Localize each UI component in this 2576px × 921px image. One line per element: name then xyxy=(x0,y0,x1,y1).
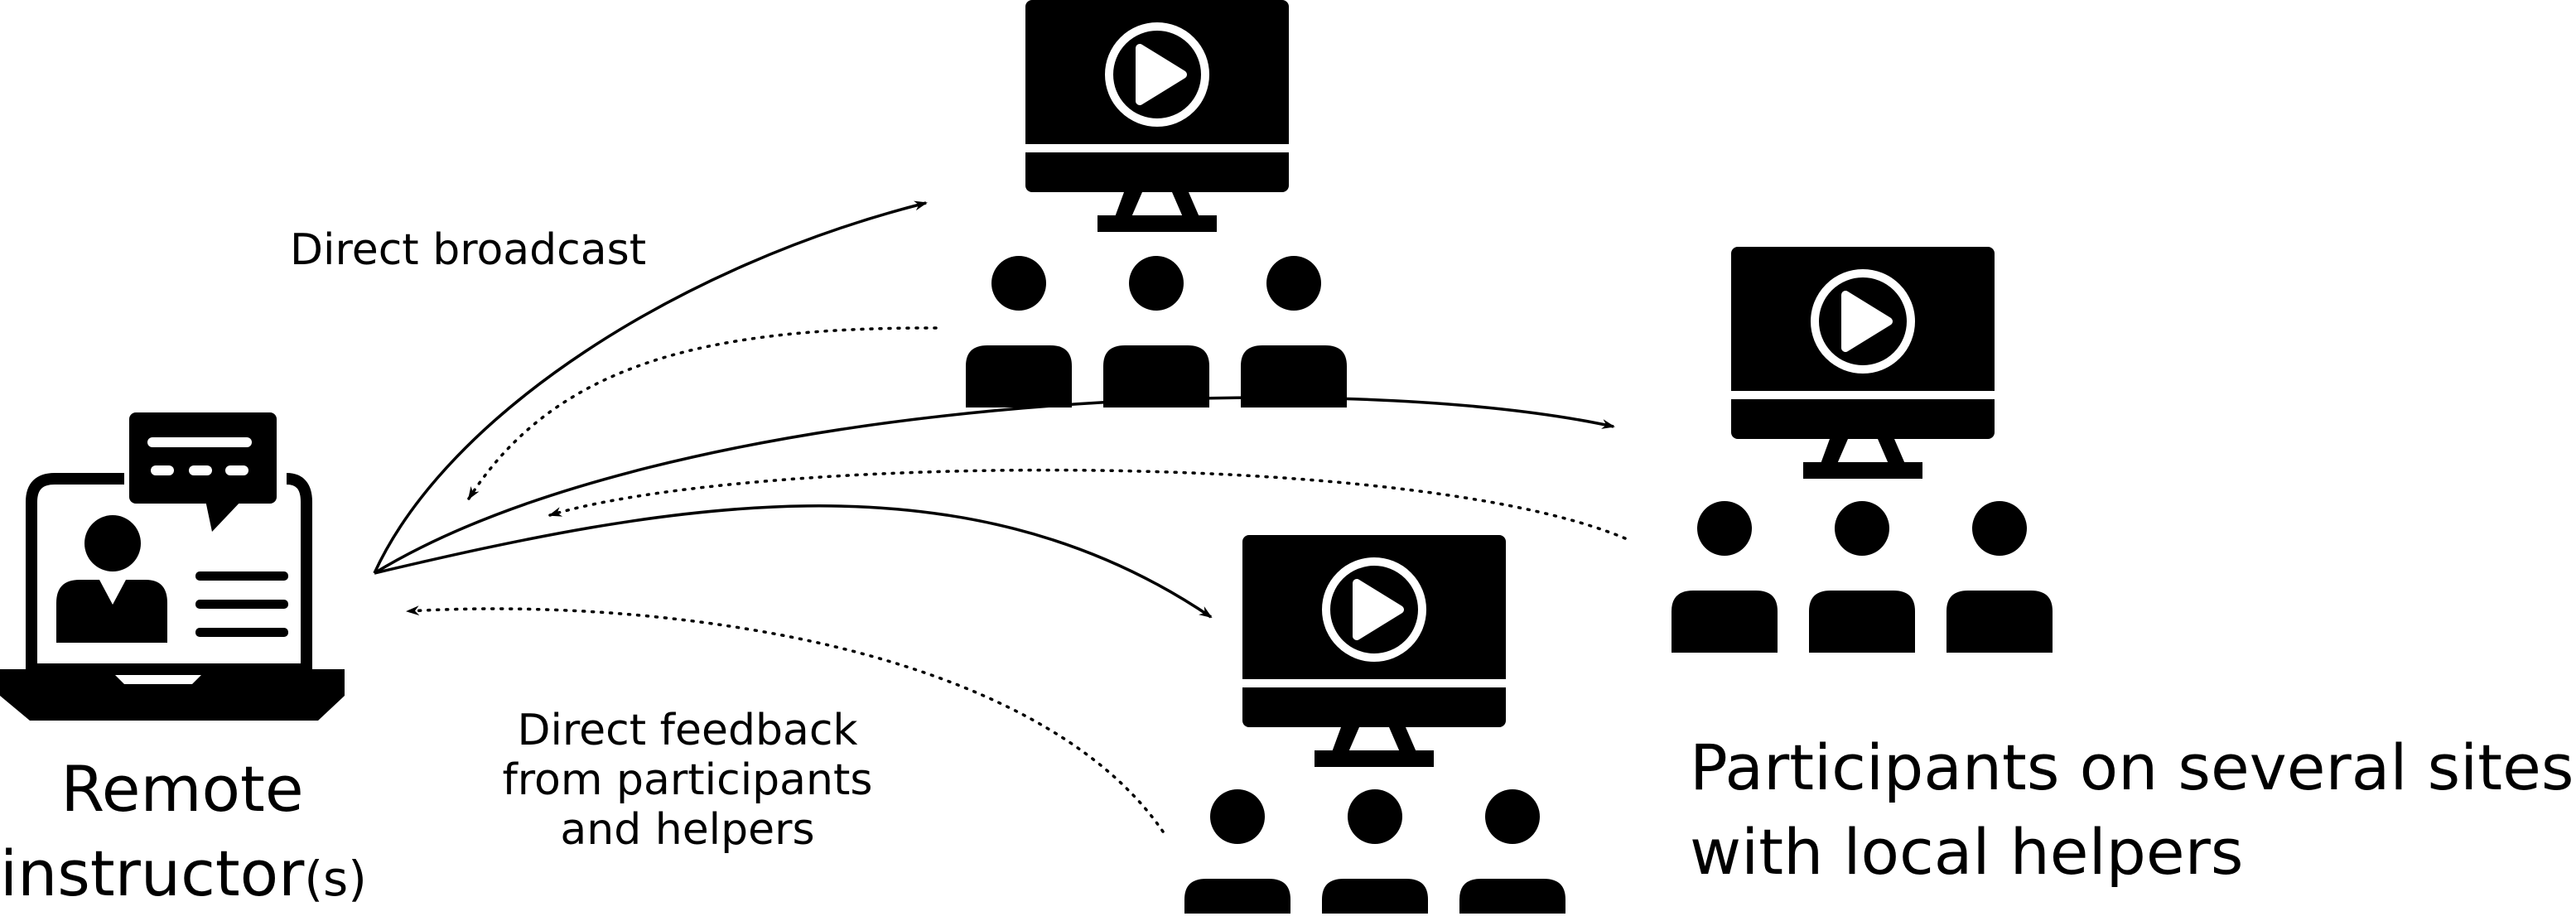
feedback-label-line-2: from participants xyxy=(502,755,873,805)
instructor-label-line-2: instructor(s) xyxy=(0,832,367,921)
monitor-play-icon xyxy=(1242,535,1506,767)
site-2 xyxy=(1672,247,2053,653)
instructor-label: Remote instructor(s) xyxy=(0,747,367,921)
monitor-play-icon xyxy=(1731,247,1995,479)
site-1 xyxy=(966,0,1347,407)
feedback-label-line-1: Direct feedback xyxy=(517,706,858,755)
participants-label-line-1: Participants on several sites xyxy=(1690,731,2574,804)
people-group-icon xyxy=(966,256,1347,407)
feedback-label: Direct feedback from participants and he… xyxy=(489,706,886,855)
feedback-arrow-site-2 xyxy=(548,468,1627,540)
broadcast-label: Direct broadcast xyxy=(290,225,647,275)
feedback-arrow-site-1 xyxy=(467,326,938,500)
feedback-label-line-3: and helpers xyxy=(560,805,815,855)
instructor-label-word: instructor xyxy=(0,837,305,910)
broadcast-arrow-site-1 xyxy=(373,200,928,574)
people-group-icon xyxy=(1672,501,2053,653)
broadcast-arrow-site-3 xyxy=(374,504,1213,619)
laptop-instructor-icon xyxy=(0,412,345,721)
site-3 xyxy=(1184,535,1565,914)
instructor-label-suffix: (s) xyxy=(304,851,367,907)
instructor-label-line-1: Remote xyxy=(60,752,304,826)
participants-label: Participants on several sites with local… xyxy=(1690,726,2574,894)
feedback-arrow-site-3 xyxy=(406,605,1165,833)
participants-label-line-2: with local helpers xyxy=(1690,815,2244,889)
monitor-play-icon xyxy=(1025,0,1289,232)
people-group-icon xyxy=(1184,789,1565,914)
broadcast-arrow-site-2 xyxy=(374,396,1615,575)
